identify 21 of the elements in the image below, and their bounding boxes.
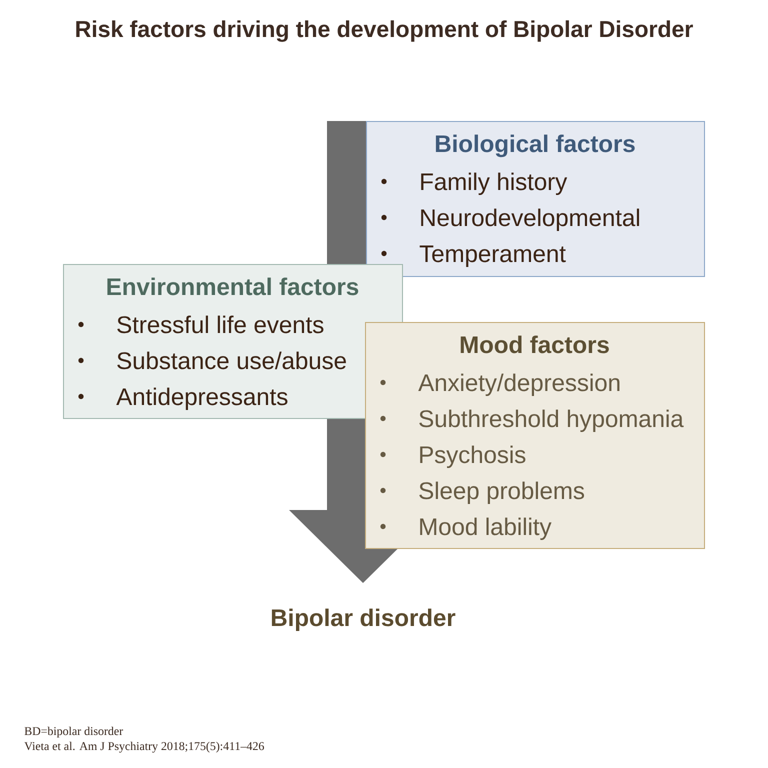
- box-heading: Mood factors: [460, 336, 609, 354]
- factor-box: [366, 121, 705, 277]
- title: Risk factors driving the development of Bipolar Disorder: [76, 20, 693, 42]
- factor-box: [63, 264, 403, 419]
- bullet-item: Mood lability: [420, 518, 552, 540]
- outcome-text: Bipolar disorder: [272, 608, 456, 631]
- box-heading: Environmental factors: [107, 278, 358, 296]
- bullet-item: Antidepressants: [116, 388, 288, 410]
- footnote: Vieta et al. Am J Psychiatry 2018;175(5):411–426: [24, 742, 264, 753]
- bullet-item: Family history: [421, 172, 568, 195]
- bullet-item: Subthreshold hypomania: [419, 410, 684, 432]
- footnote: BD=bipolar disorder: [24, 726, 124, 738]
- bullet-item: Sleep problems: [419, 482, 584, 504]
- box-heading: Biological factors: [436, 134, 635, 158]
- bullet-item: Anxiety/depression: [418, 374, 620, 396]
- bullet-item: Temperament: [420, 246, 566, 267]
- bullet-item: Neurodevelopmental: [421, 208, 640, 231]
- factor-box: [365, 322, 705, 549]
- bullet-item: Stressful life events: [117, 316, 324, 334]
- bullet-item: Substance use/abuse: [117, 352, 346, 370]
- bullet-item: Psychosis: [420, 446, 526, 468]
